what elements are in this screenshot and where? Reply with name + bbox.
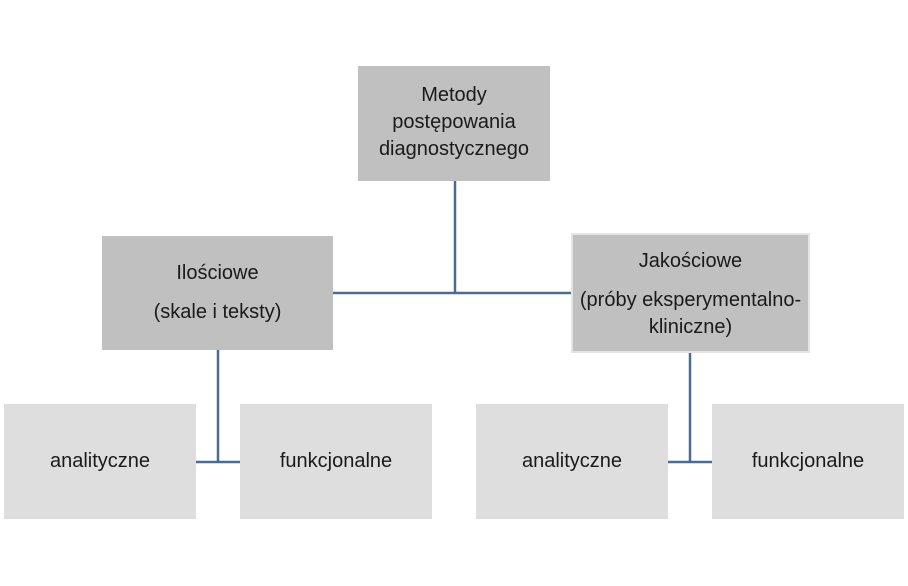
root-label-line-2: postępowania: [392, 110, 516, 133]
qualitative-functional-node: funkcjonalne: [712, 404, 904, 519]
quantitative-analytic-label: analityczne: [49, 450, 151, 472]
root-label-line-1: Metody: [421, 83, 487, 106]
root-node: Metody postępowania diagnostycznego: [358, 66, 550, 181]
qualitative-functional-label: funkcjonalne: [751, 450, 865, 472]
qualitative-analytic-node: analityczne: [476, 404, 668, 519]
quantitative-node: Ilościowe (skale i teksty): [102, 236, 333, 350]
quantitative-title: Ilościowe: [176, 262, 259, 284]
qualitative-node: Jakościowe (próby eksperymentalno- klini…: [571, 233, 810, 353]
quantitative-functional-node: funkcjonalne: [240, 404, 432, 519]
qualitative-subtitle-line-2: kliniczne): [648, 315, 733, 338]
qualitative-title: Jakościowe: [638, 249, 743, 272]
qualitative-subtitle-line-1: (próby eksperymentalno-: [579, 288, 802, 311]
quantitative-analytic-node: analityczne: [4, 404, 196, 519]
qualitative-analytic-label: analityczne: [521, 450, 623, 472]
root-label-line-3: diagnostycznego: [378, 137, 530, 160]
quantitative-functional-label: funkcjonalne: [279, 450, 393, 472]
quantitative-subtitle: (skale i teksty): [153, 301, 282, 323]
